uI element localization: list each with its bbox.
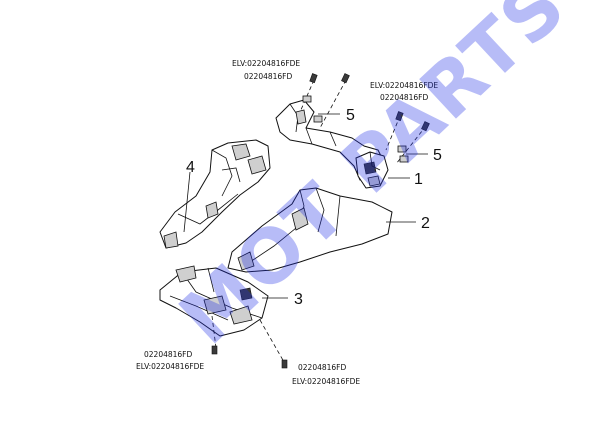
part-code-bottom-right-elv: ELV:02204816FDE <box>292 377 360 386</box>
part-code-bottom-left-elv: ELV:02204816FDE <box>136 362 204 371</box>
fastener-group-bottom <box>211 315 288 369</box>
part-1-mount <box>355 151 389 189</box>
part-code-top-left-elv: ELV:02204816FDE <box>232 59 300 68</box>
part-code-bottom-left: 02204816FD <box>144 350 192 359</box>
part-2-cover <box>227 187 393 273</box>
part-4-side-bracket <box>159 139 271 249</box>
callout-5-right: 5 <box>433 147 442 164</box>
callout-3: 3 <box>294 291 303 308</box>
leader-line-4 <box>183 171 191 233</box>
part-3-base <box>159 265 269 337</box>
part-code-top-right-elv: ELV:02204816FDE <box>370 81 438 90</box>
callout-2: 2 <box>421 215 430 232</box>
part-code-top-left: 02204816FD <box>244 72 292 81</box>
fastener-group-top-right <box>385 111 430 165</box>
fastener-group-top-left <box>299 73 350 129</box>
callout-4: 4 <box>186 159 195 176</box>
part-code-bottom-right: 02204816FD <box>298 363 346 372</box>
callout-5-top: 5 <box>346 107 355 124</box>
part-code-top-right: 02204816FD <box>380 93 428 102</box>
callout-1: 1 <box>414 171 423 188</box>
